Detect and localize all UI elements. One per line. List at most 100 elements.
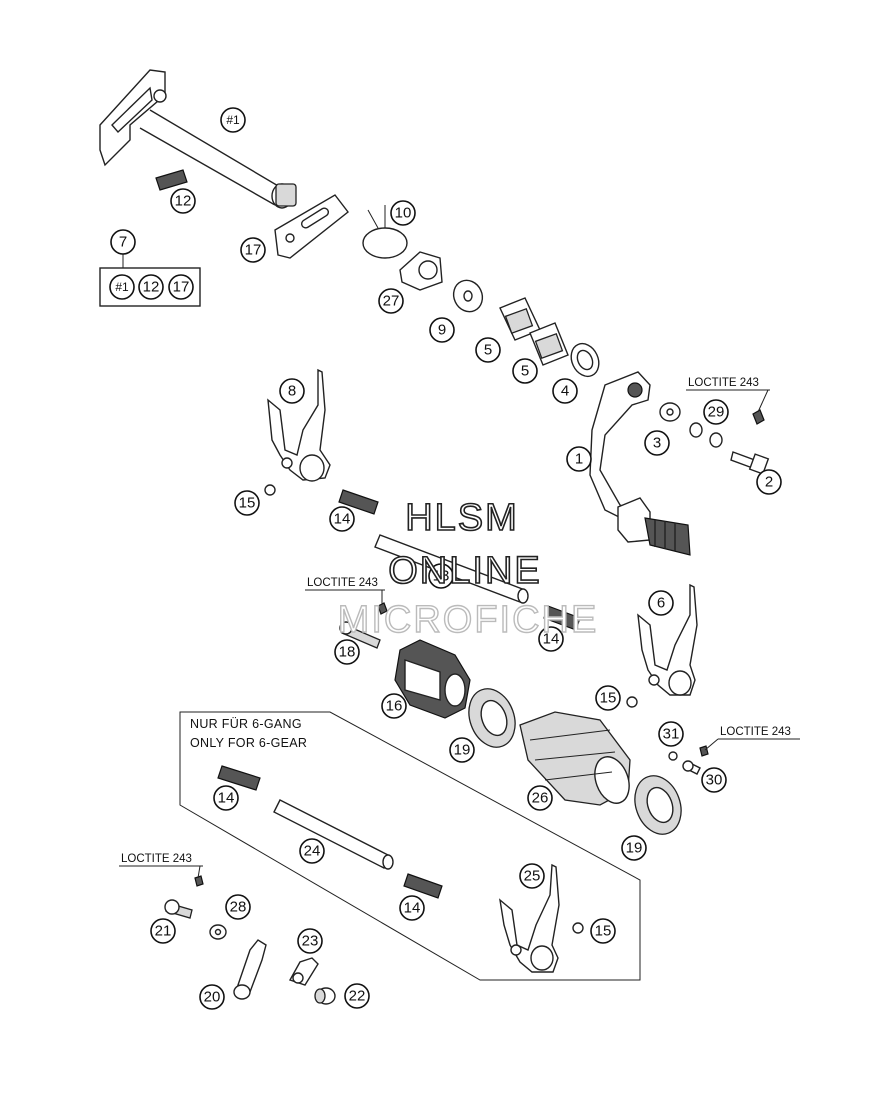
- six-gear-note: NUR FÜR 6-GANG ONLY FOR 6-GEAR: [190, 717, 307, 750]
- svg-text:2: 2: [765, 474, 773, 491]
- svg-text:LOCTITE 243: LOCTITE 243: [307, 577, 378, 589]
- callout-22-roller: 22: [344, 983, 370, 1009]
- svg-text:LOCTITE 243: LOCTITE 243: [121, 853, 192, 865]
- needle-bearings-drawing: [499, 297, 569, 366]
- svg-text:19: 19: [454, 742, 471, 759]
- svg-text:6: 6: [657, 595, 665, 612]
- svg-text:ONLINE: ONLINE: [388, 550, 541, 592]
- callout-kit-17: 17: [168, 274, 194, 300]
- callout-21-screw: 21: [150, 918, 176, 944]
- callout-6-fork: 6: [648, 590, 674, 616]
- plate-17-drawing: [274, 194, 349, 259]
- svg-text:22: 22: [349, 988, 366, 1005]
- svg-text:15: 15: [239, 495, 256, 512]
- loctite-label-top-right: LOCTITE 243: [686, 377, 770, 413]
- callout-5-bearing-b: 5: [512, 358, 538, 384]
- watermark: HLSM ONLINE MICROFICHE: [337, 496, 599, 642]
- callout-15-a: 15: [234, 490, 260, 516]
- callout-12-spring: 12: [170, 188, 196, 214]
- spring-12-drawing: [155, 169, 188, 191]
- loctite-label-middle-left: LOCTITE 243: [305, 577, 385, 604]
- callout-14-a: 14: [329, 506, 355, 532]
- screw-21-drawing: [164, 875, 204, 919]
- spring-14-c-drawing: [217, 765, 261, 791]
- callout-2-bolt: 2: [756, 469, 782, 495]
- callout-5-bearing-a: 5: [475, 337, 501, 363]
- shift-segment-16-drawing: [394, 639, 471, 719]
- svg-text:3: 3: [653, 435, 661, 452]
- callout-15-b: 15: [595, 685, 621, 711]
- washer-28-drawing: [209, 924, 227, 940]
- callout-17-plate: 17: [240, 237, 266, 263]
- ball-15-b-drawing: [626, 696, 638, 708]
- svg-text:12: 12: [175, 193, 192, 210]
- callout-30: 30: [701, 767, 727, 793]
- svg-text:27: 27: [383, 293, 400, 310]
- svg-text:HLSM: HLSM: [405, 497, 519, 539]
- svg-text:30: 30: [706, 772, 723, 789]
- callout-23-spring: 23: [297, 928, 323, 954]
- callout-3-washer: 3: [644, 430, 670, 456]
- svg-text:4: 4: [561, 383, 569, 400]
- callout-27: 27: [378, 288, 404, 314]
- spring-14-b-drawing: [543, 605, 581, 631]
- callout-4-seal: 4: [552, 378, 578, 404]
- svg-text:5: 5: [521, 363, 529, 380]
- screw-18-drawing: [339, 602, 388, 649]
- callout-13-rod: 13: [428, 563, 454, 589]
- callout-8-fork: 8: [279, 378, 305, 404]
- lever-20-drawing: [233, 939, 267, 1000]
- svg-text:9: 9: [438, 322, 446, 339]
- shift-shaft-drawing: [99, 69, 297, 209]
- callout-15-c: 15: [590, 918, 616, 944]
- callout-10-spring: 10: [390, 200, 416, 226]
- callout-14-d: 14: [399, 895, 425, 921]
- svg-text:15: 15: [600, 690, 617, 707]
- callout-9-washer: 9: [429, 317, 455, 343]
- callout-kit-12: 12: [138, 274, 164, 300]
- loctite-label-middle-right: LOCTITE 243: [704, 726, 800, 751]
- callout-20-lever: 20: [199, 984, 225, 1010]
- callout-18-screw: 18: [334, 639, 360, 665]
- svg-text:10: 10: [395, 205, 412, 222]
- callout-26-drum: 26: [527, 785, 553, 811]
- shift-fork-8-drawing: [267, 368, 331, 482]
- svg-text:LOCTITE 243: LOCTITE 243: [720, 726, 791, 738]
- svg-text:28: 28: [230, 899, 247, 916]
- ball-15-c-drawing: [572, 922, 584, 934]
- washer-9-drawing: [452, 279, 484, 313]
- spring-14-d-drawing: [403, 873, 443, 899]
- spring-23-drawing: [288, 957, 319, 986]
- svg-text:8: 8: [288, 383, 296, 400]
- svg-text:15: 15: [595, 923, 612, 940]
- svg-text:1: 1: [575, 451, 583, 468]
- part-27-drawing: [399, 251, 443, 291]
- callout-19-a: 19: [449, 737, 475, 763]
- svg-text:31: 31: [663, 726, 680, 743]
- svg-text:#1: #1: [115, 280, 129, 294]
- callout-16-segment: 16: [381, 693, 407, 719]
- callout-19-b: 19: [621, 835, 647, 861]
- svg-text:25: 25: [524, 868, 541, 885]
- svg-text:MICROFICHE: MICROFICHE: [338, 599, 599, 641]
- callout-1-lever: 1: [566, 446, 592, 472]
- svg-text:LOCTITE 243: LOCTITE 243: [688, 377, 759, 389]
- spring-10-drawing: [362, 205, 408, 259]
- shift-fork-25-drawing: [499, 863, 560, 973]
- callout-24-rod: 24: [299, 838, 325, 864]
- callout-kit-h1: #1: [109, 274, 135, 300]
- svg-text:17: 17: [173, 279, 190, 296]
- callout-25-fork: 25: [519, 863, 545, 889]
- seal-4-drawing: [570, 342, 600, 378]
- ball-15-a-drawing: [264, 484, 276, 496]
- svg-text:12: 12: [143, 279, 160, 296]
- callout-14-b: 14: [538, 626, 564, 652]
- svg-text:14: 14: [543, 631, 560, 648]
- svg-text:#1: #1: [226, 113, 240, 127]
- rod-24-drawing: [273, 799, 394, 870]
- svg-text:14: 14: [404, 900, 421, 917]
- drum-fasteners-drawing: [668, 745, 709, 775]
- shift-lever-1-drawing: [589, 371, 691, 556]
- svg-text:13: 13: [433, 568, 450, 585]
- svg-text:7: 7: [119, 234, 127, 251]
